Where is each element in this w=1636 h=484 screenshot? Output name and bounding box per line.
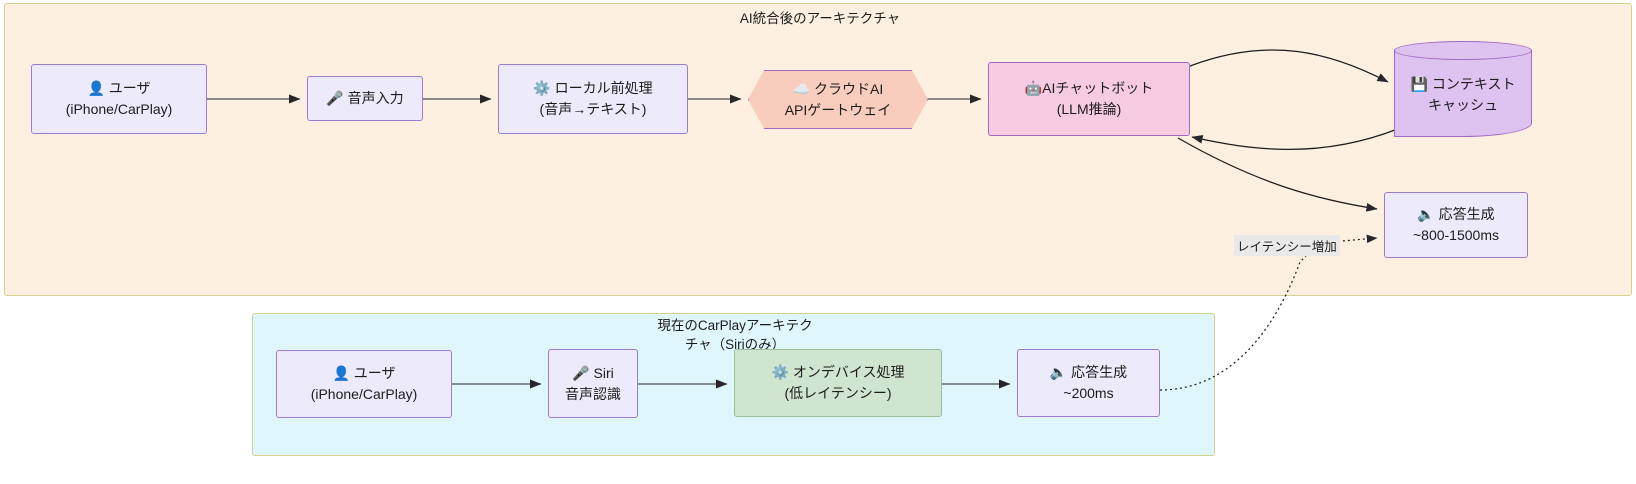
node-ai-response-line2: ~800-1500ms <box>1412 227 1499 243</box>
node-current-response-line1: 🔈 応答生成 <box>1049 364 1128 380</box>
node-current-ondevice[interactable]: ⚙️ オンデバイス処理 (低レイテンシー) <box>734 349 942 417</box>
node-ai-cloud-gateway-text: ☁️ クラウドAI APIゲートウェイ <box>785 79 892 121</box>
node-current-response[interactable]: 🔈 応答生成 ~200ms <box>1017 349 1160 417</box>
node-current-response-line2: ~200ms <box>1063 385 1114 401</box>
node-current-user-line2: (iPhone/CarPlay) <box>310 386 418 402</box>
robot-icon: 🤖 <box>1024 80 1043 96</box>
node-ai-response[interactable]: 🔈 応答生成 ~800-1500ms <box>1384 192 1528 258</box>
node-ai-user-line2: (iPhone/CarPlay) <box>65 101 173 117</box>
node-ai-voice-input[interactable]: 🎤 音声入力 <box>307 76 423 121</box>
node-ai-cloud-gateway[interactable]: ☁️ クラウドAI APIゲートウェイ <box>748 70 928 129</box>
node-current-siri-line1: 🎤 Siri <box>572 364 614 381</box>
node-current-ondevice-line2: (低レイテンシー) <box>784 385 892 401</box>
edge-label-latency: レイテンシー増加 <box>1234 235 1340 256</box>
cylinder-top <box>1394 41 1532 60</box>
node-current-siri-line2: 音声認識 <box>565 385 621 402</box>
node-ai-user-line1: 👤 ユーザ <box>87 80 151 96</box>
node-ai-response-line1: 🔈 応答生成 <box>1417 206 1495 222</box>
node-ai-local-preprocess[interactable]: ⚙️ ローカル前処理 (音声→テキスト) <box>498 64 688 134</box>
node-ai-local-preprocess-line1: ⚙️ ローカル前処理 <box>533 80 653 96</box>
cloud-icon: ☁️ <box>792 80 811 97</box>
node-ai-local-preprocess-line2: (音声→テキスト) <box>539 101 647 117</box>
node-current-ondevice-line1: ⚙️ オンデバイス処理 <box>771 364 905 380</box>
node-ai-chatbot[interactable]: 🤖AIチャットボット (LLM推論) <box>988 62 1190 136</box>
gear-icon: ⚙️ <box>533 80 551 96</box>
user-icon: 👤 <box>87 80 105 96</box>
node-current-user-line1: 👤 ユーザ <box>332 365 396 381</box>
node-ai-context-cache-text: 💾 コンテキスト キャッシュ <box>1411 62 1516 116</box>
node-ai-user[interactable]: 👤 ユーザ (iPhone/CarPlay) <box>31 64 207 134</box>
node-ai-voice-input-line1: 🎤 音声入力 <box>326 90 404 106</box>
speaker-icon: 🔈 <box>1049 364 1068 380</box>
node-ai-context-cache-line2: キャッシュ <box>1427 97 1498 113</box>
gear-icon: ⚙️ <box>771 364 789 380</box>
node-ai-cloud-gateway-line2: APIゲートウェイ <box>784 101 892 118</box>
node-current-siri[interactable]: 🎤 Siri 音声認識 <box>548 349 638 418</box>
node-current-user[interactable]: 👤 ユーザ (iPhone/CarPlay) <box>276 350 452 418</box>
floppy-disk-icon: 💾 <box>1410 76 1428 92</box>
node-ai-context-cache-line1: 💾 コンテキスト <box>1410 76 1516 92</box>
speaker-icon: 🔈 <box>1417 206 1435 222</box>
microphone-icon: 🎤 <box>572 364 590 381</box>
cylinder-body <box>1394 50 1532 137</box>
node-ai-cloud-gateway-line1: ☁️ クラウドAI <box>792 80 884 97</box>
node-ai-chatbot-line2: (LLM推論) <box>1056 101 1122 117</box>
hexagon-shape <box>748 70 928 129</box>
node-ai-chatbot-line1: 🤖AIチャットボット <box>1024 80 1154 96</box>
microphone-icon: 🎤 <box>326 90 344 106</box>
subgraph-current-architecture-title: 現在のCarPlayアーキテク チャ（Siriのみ） <box>657 318 813 352</box>
user-icon: 👤 <box>332 365 350 381</box>
node-ai-context-cache[interactable]: 💾 コンテキスト キャッシュ <box>1394 41 1532 137</box>
subgraph-ai-architecture-title: AI統合後のアーキテクチャ <box>739 11 901 26</box>
